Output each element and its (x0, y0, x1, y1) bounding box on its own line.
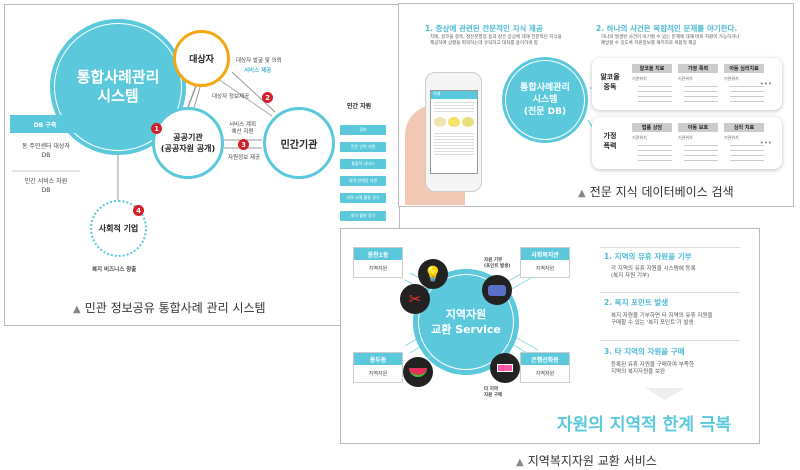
arrow-label-resource: 자원정보 제공 (228, 155, 261, 161)
caption-text: 전문 지식 데이터베이스 검색 (589, 185, 734, 199)
region-sub: 지역자원 (535, 371, 555, 377)
triangle-icon: ▲ (73, 304, 81, 315)
paint-roller-icon (490, 353, 520, 383)
service-sub: 기관위치 (724, 135, 739, 140)
target-circle: 대상자 (173, 30, 230, 87)
resource-button[interactable]: 정보 (340, 125, 386, 135)
resource-button[interactable]: 전문 인력 지원 (340, 142, 386, 152)
resource-button[interactable]: 통합적 서비스 (340, 159, 386, 169)
step-desc: 등록된 유휴 자원을 구매하여 부족한 지역의 복지자원을 보완 (611, 362, 694, 376)
triangle-icon: ▲ (578, 188, 586, 199)
region-sub: 지역자원 (368, 266, 388, 272)
resources-title: 민간 자원 (347, 103, 372, 110)
service-header: 가정 폭력 (678, 64, 718, 73)
arrow-label-discover: 대상자 발굴 및 의뢰 (236, 58, 282, 64)
public-agency-circle: 공공기관 (공공자원 공개) (152, 107, 224, 179)
social-enterprise-sub: 복지 비즈니스 창출 (92, 267, 137, 273)
arrow-label-plan: 서비스 계획 예산 지원 (229, 122, 257, 135)
caption-text: 지역복지자원 교환 서비스 (527, 454, 657, 468)
step-badge-1: 1 (151, 123, 162, 134)
db-item-private: 민간 서비스 자원 DB (24, 178, 68, 194)
phone-app-header: 치매 (431, 91, 477, 99)
service-sub: 기관위치 (678, 76, 693, 81)
more-icon[interactable]: ••• (759, 80, 772, 88)
service-header: 알코올 치료 (632, 64, 672, 73)
buy-label: 타 지역 자원 구매 (484, 387, 503, 398)
caption-panel2: ▲전문 지식 데이터베이스 검색 (578, 183, 734, 200)
watermelon-icon (403, 357, 433, 387)
case-card-label: 알코올 중독 (600, 73, 620, 91)
step-desc: 각 지역의 유휴 자원을 시스템에 등록 (복지 자원 기부) (611, 266, 696, 280)
region-name: 용두동 (354, 353, 402, 365)
step-title: 1. 지역의 유휴 자원을 기부 (604, 252, 692, 261)
case-card-label: 가정 폭력 (603, 132, 617, 150)
donate-label: 자원 기부 (포인트 발생) (484, 258, 511, 269)
service-header: 아동 심리치료 (724, 64, 764, 73)
step-badge-2: 2 (262, 92, 273, 103)
expert-title-2: 2. 하나의 사건은 복합적인 문제를 야기한다. (596, 24, 738, 33)
expert-desc-2: 하나의 발생된 사건이 야기할 수 있는 문제에 대해 바로 지원이 가능하거나… (601, 35, 740, 47)
region-sub: 지역자원 (535, 266, 555, 272)
divider (600, 292, 740, 293)
step-title: 3. 타 지역의 자원을 구매 (604, 347, 685, 356)
expert-title-1: 1. 증상에 관련된 전문적인 지식 제공 (425, 24, 543, 33)
lightbulb-icon: 💡 (418, 259, 448, 289)
arrow-label-info: 대상자 정보제공 (212, 94, 250, 100)
step-desc: 복지 자원을 기부하면 타 지역의 유휴 자원을 구매할 수 있는 '복지 포인… (611, 313, 713, 327)
more-icon[interactable]: ••• (759, 139, 772, 147)
db-item-residents: 동 주민센터 대상자 DB (22, 143, 70, 159)
step-badge-3: 3 (238, 139, 249, 150)
db-build-bar: DB 구축 (10, 115, 80, 133)
region-name: 사회복지관 (521, 248, 569, 260)
resource-button[interactable]: 회의 활용 정기 (340, 211, 386, 221)
expert-db-circle: 통합사례관리 시스템 (전문 DB) (502, 57, 588, 143)
divider (600, 247, 740, 248)
region-name: 응천1동 (354, 248, 402, 260)
service-header: 심리 치료 (724, 123, 764, 132)
caption-panel3: ▲지역복지자원 교환 서비스 (516, 452, 657, 469)
region-name: 은행선화동 (521, 353, 569, 365)
down-arrow-icon (645, 388, 685, 400)
caption-text: 민관 정보공유 통합사례 관리 시스템 (84, 301, 266, 315)
step-badge-4: 4 (133, 205, 144, 216)
service-sub: 기관위치 (724, 76, 739, 81)
triangle-icon: ▲ (516, 457, 524, 468)
caption-panel1: ▲민관 정보공유 통합사례 관리 시스템 (73, 299, 266, 316)
private-agency-circle: 민간기관 (263, 107, 335, 179)
step-title: 2. 복지 포인트 발생 (604, 298, 669, 307)
arrow-label-service: 서비스 제공 (244, 68, 272, 74)
scissors-icon: ✂ (400, 284, 430, 314)
social-enterprise-circle: 사회적 기업 (90, 200, 147, 257)
resource-button[interactable]: 지역 연계망 지원 (340, 176, 386, 186)
service-sub: 기관위치 (632, 135, 647, 140)
smartphone: 치매 (425, 72, 482, 192)
expert-desc-1: 치매, 알코올 중독, 정신분열증 등과 같은 증상에 대해 전문적인 지식을 … (430, 35, 562, 47)
slogan: 자원의 지역적 한계 극복 (557, 415, 732, 435)
divider (600, 340, 740, 341)
service-header: 법률 상담 (632, 123, 672, 132)
service-sub: 기관위치 (678, 135, 693, 140)
resource-button[interactable]: 지역 사례 활용 정기 (340, 193, 386, 203)
service-header: 아동 보호 (678, 123, 718, 132)
service-sub: 기관위치 (632, 76, 647, 81)
sofa-icon (482, 275, 512, 305)
region-sub: 지역자원 (368, 371, 388, 377)
